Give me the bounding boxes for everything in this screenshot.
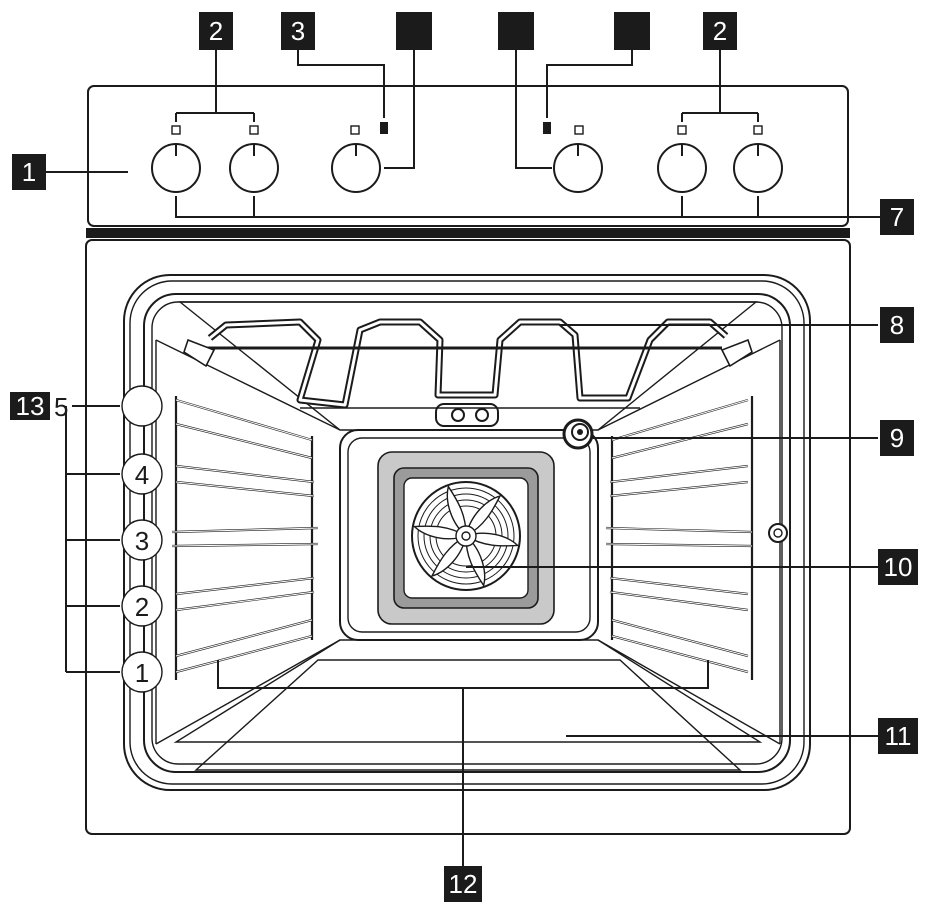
shelf-level-label: 5 (54, 392, 68, 422)
knob-hob-3 (657, 143, 707, 193)
svg-text:9: 9 (890, 423, 904, 453)
shelf-level-label: 2 (135, 592, 149, 622)
callout-label-3: 3 (281, 12, 315, 50)
shelf-rail-highlight (609, 481, 749, 497)
shelf-rail-highlight (175, 591, 315, 611)
callout-label-6 (614, 12, 650, 50)
svg-text:7: 7 (890, 202, 904, 232)
callout-label-7: 7 (880, 199, 914, 235)
callout-label-1: 1 (12, 154, 46, 190)
shelf-level-1: 1 (121, 651, 163, 693)
callout-label-11: 11 (878, 718, 918, 754)
control-panel (86, 85, 850, 238)
shelf-level-4: 4 (121, 453, 163, 495)
shelf-rail-highlight (611, 399, 749, 441)
knob-oven-function (331, 143, 381, 193)
meat-probe-socket (768, 523, 788, 543)
svg-text:2: 2 (713, 16, 727, 46)
fan-blade (464, 532, 520, 547)
callout-label-13: 13 (10, 391, 50, 421)
shelf-rail-highlight (175, 577, 315, 595)
control-knobs (151, 143, 783, 193)
knob-hob-4 (733, 143, 783, 193)
fan-blade (430, 534, 467, 578)
top-heating-element (183, 318, 753, 427)
fan-blade (465, 534, 486, 588)
shelf-rail-highlight (609, 591, 749, 611)
shelf-supports-right (605, 396, 754, 680)
shelf-rail-highlight (175, 465, 315, 483)
shelf-rail-highlight (175, 423, 313, 459)
knob-oven-temperature (553, 143, 603, 193)
callout-label-4 (396, 12, 432, 50)
svg-text:1: 1 (22, 157, 36, 187)
shelf-rail-highlight (171, 527, 319, 533)
svg-text:2: 2 (209, 16, 223, 46)
callout-label-12: 12 (444, 866, 482, 902)
shelf-rail-highlight (609, 465, 749, 483)
shelf-rail-highlight (175, 635, 313, 673)
shelf-level-3: 3 (121, 519, 163, 561)
shelf-rail-highlight (611, 423, 749, 459)
shelf-level-label: 4 (135, 460, 149, 490)
shelf-level-label: 1 (135, 658, 149, 688)
callout-label-5 (498, 12, 534, 50)
svg-text:13: 13 (16, 391, 45, 421)
shelf-rail-highlight (605, 543, 753, 547)
svg-text:3: 3 (291, 16, 305, 46)
fan-blade (465, 494, 502, 538)
fan-cover (377, 451, 555, 625)
callout-label-9: 9 (880, 420, 914, 456)
shelf-level-label: 3 (135, 526, 149, 556)
fan-blade (446, 484, 467, 538)
callout-leaders (46, 50, 880, 218)
fan-icon (411, 481, 521, 591)
shelf-rail-highlight (611, 619, 749, 657)
callout-label-10: 10 (878, 549, 918, 585)
svg-text:8: 8 (890, 310, 904, 340)
callout-label-8: 8 (880, 307, 914, 343)
knob-indicators (171, 122, 763, 135)
shelf-rail-highlight (605, 527, 753, 533)
shelf-level-2: 2 (121, 585, 163, 627)
knob-hob-2 (229, 143, 279, 193)
shelf-rail-highlight (175, 481, 315, 497)
shelf-rail-highlight (171, 543, 319, 547)
svg-text:12: 12 (449, 869, 478, 899)
shelf-rail-highlight (175, 399, 313, 441)
shelf-rail-highlight (609, 577, 749, 595)
power-indicator-light (380, 122, 388, 134)
shelf-rail-highlight (175, 619, 313, 657)
oven-lamp (562, 418, 594, 450)
temperature-indicator-light (543, 122, 551, 134)
shelf-level-5: 5 (54, 385, 163, 427)
shelf-supports-left (171, 396, 319, 680)
shelf-level-markers: 5 4 3 2 1 (54, 385, 163, 693)
fan-blade (412, 525, 468, 540)
callout-label-2-left: 2 (199, 12, 233, 50)
callout-label-2-right: 2 (703, 12, 737, 50)
knob-hob-1 (151, 143, 201, 193)
svg-text:10: 10 (884, 552, 913, 582)
shelf-levels-bracket (65, 405, 120, 673)
shelf-rail-highlight (611, 635, 749, 673)
svg-text:11: 11 (885, 721, 912, 751)
